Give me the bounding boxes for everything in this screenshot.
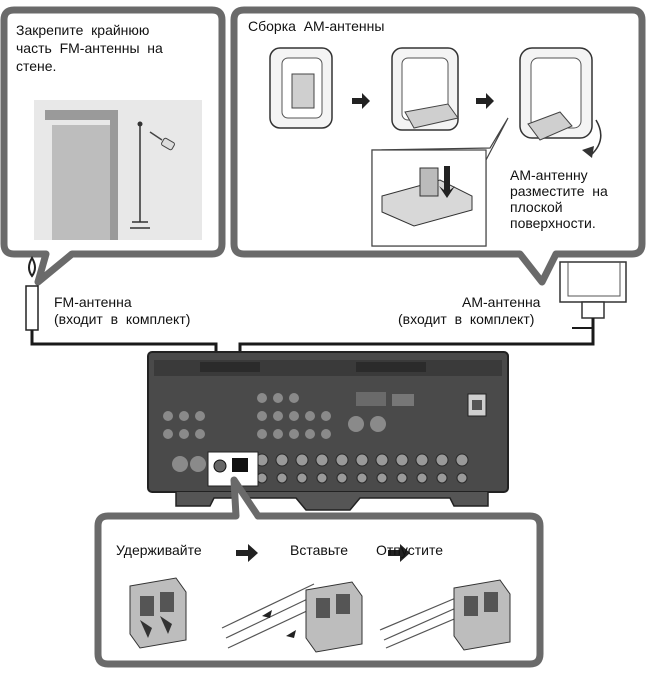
fm-antenna-label: FM-антенна xyxy=(54,294,132,310)
rear-connector-grid xyxy=(163,393,386,472)
am-antenna-step-3 xyxy=(519,47,602,158)
arrow-right-icon xyxy=(236,544,258,562)
arrow-right-icon xyxy=(476,93,494,109)
pin-icon xyxy=(149,131,175,151)
fm-instruction-line-1: Закрепите крайнюю xyxy=(16,22,150,38)
am-assembly-title: Сборка АМ-антенны xyxy=(248,18,385,34)
am-note-line-2: разместите на xyxy=(510,183,608,199)
fm-instruction-line-3: стене. xyxy=(16,58,57,74)
wall-illustration xyxy=(34,100,202,240)
fm-instruction-line-2: часть FM-антенны на xyxy=(16,40,163,56)
am-antenna-label: АМ-антенна xyxy=(462,294,541,310)
am-stand-detail xyxy=(371,117,509,247)
step-hold-label: Удерживайте xyxy=(116,542,202,558)
am-antenna-included-label: (входит в комплект) xyxy=(398,311,535,327)
terminal-hold-illustration xyxy=(129,577,187,649)
fm-antenna-included-label: (входит в комплект) xyxy=(54,311,191,327)
arrow-right-icon xyxy=(388,544,410,562)
am-note-line-3: плоской xyxy=(510,199,563,215)
terminal-release-illustration xyxy=(379,579,511,651)
arrow-right-icon xyxy=(352,93,370,109)
receiver-rear-panel xyxy=(147,351,509,511)
am-note-line-4: поверхности. xyxy=(510,215,596,231)
am-note-line-1: АМ-антенну xyxy=(510,167,588,183)
step-insert-label: Вставьте xyxy=(290,542,349,558)
speaker-terminal-callout xyxy=(94,476,544,668)
terminal-insert-illustration xyxy=(221,581,363,653)
step-release-label: Отпустите xyxy=(376,542,443,558)
am-antenna-step-2 xyxy=(391,47,459,131)
am-antenna-step-1 xyxy=(269,47,333,129)
speaker-terminal-row xyxy=(255,453,469,484)
